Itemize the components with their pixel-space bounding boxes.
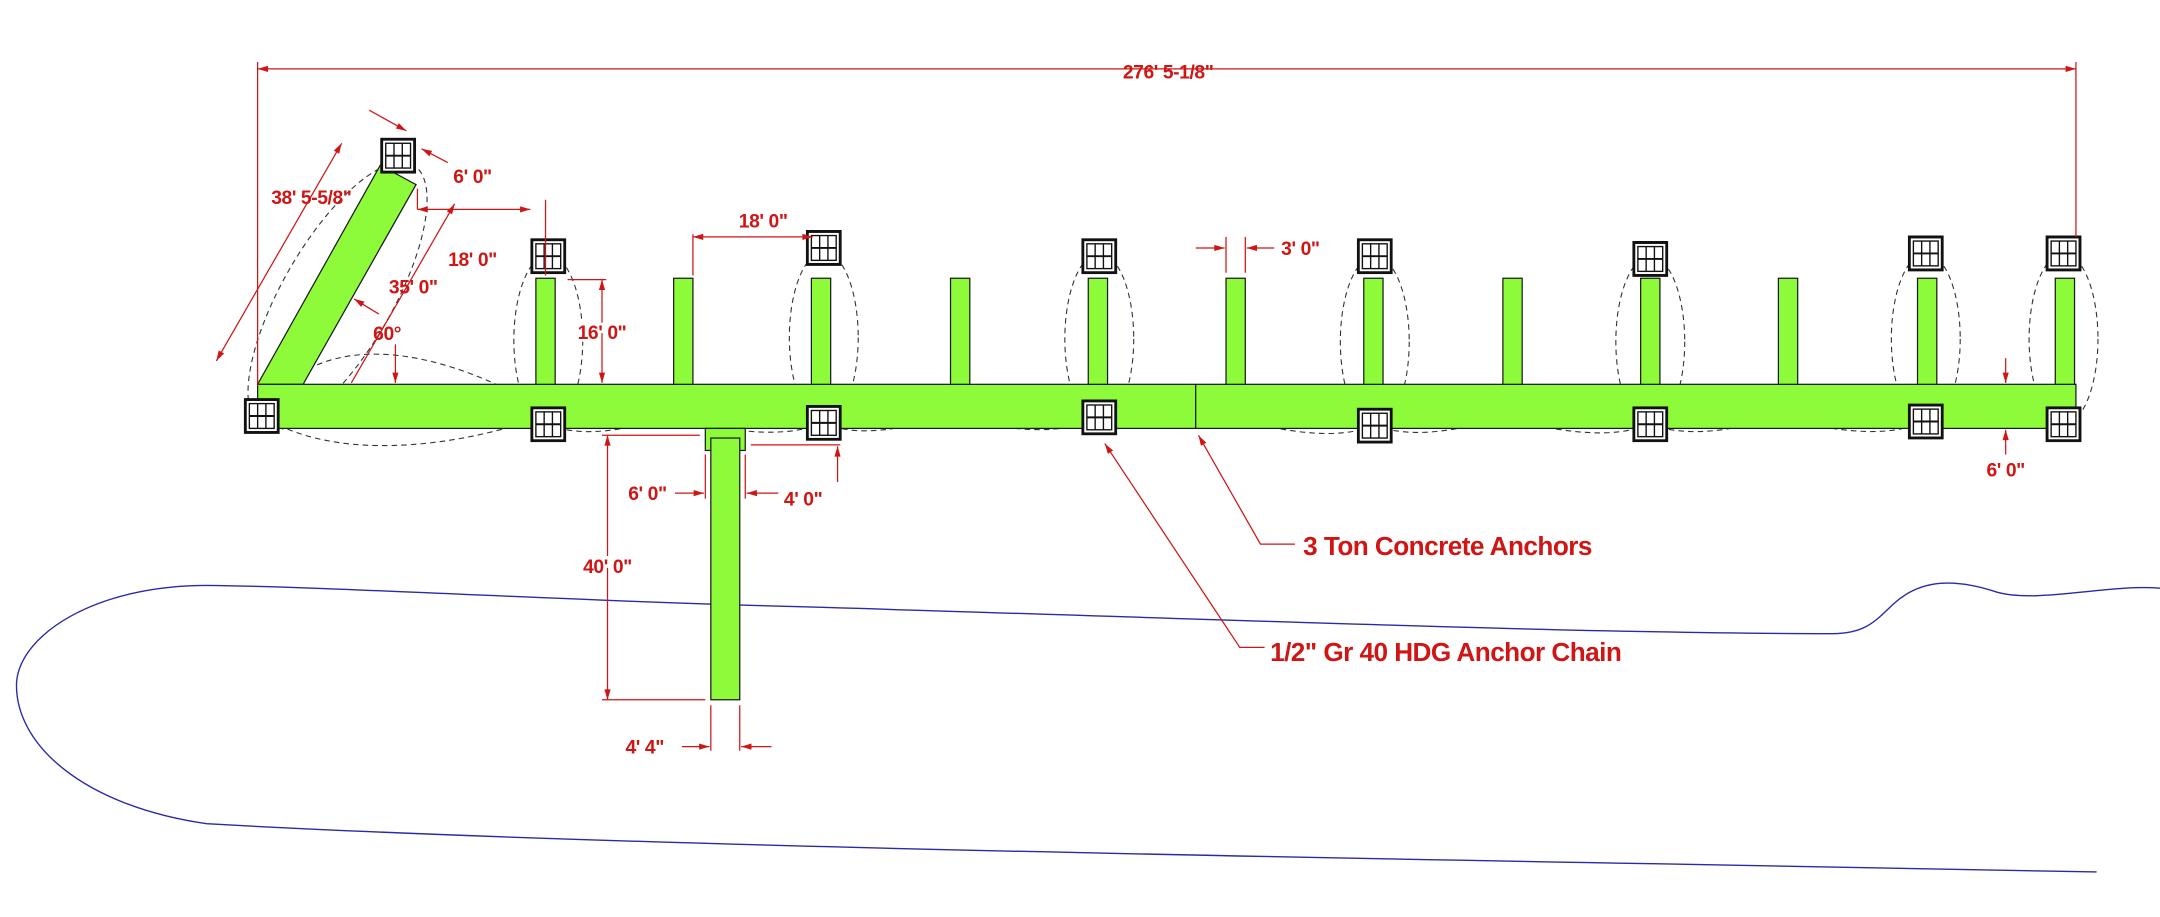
concrete-anchor-icon <box>1632 241 1669 277</box>
gangway-length-label: 40' 0" <box>583 557 632 578</box>
concrete-anchor-icon <box>1632 406 1669 443</box>
finger-pier <box>1640 277 1661 385</box>
concrete-anchor-icon <box>1907 403 1944 440</box>
concrete-anchor-icon <box>530 238 567 275</box>
concrete-anchor-icon <box>243 398 280 434</box>
finger-pier <box>949 277 971 385</box>
dimension-lines <box>215 61 2077 751</box>
gangway-platform-label: 6' 0" <box>628 484 666 505</box>
angled-inner-length-label: 35' 0" <box>389 277 438 298</box>
shoreline <box>15 582 2160 873</box>
concrete-anchor-icon <box>1081 238 1118 275</box>
angle-label: 60° <box>373 324 401 345</box>
anchors-callout: 3 Ton Concrete Anchors <box>1303 531 1592 561</box>
finger-pier <box>1916 277 1938 385</box>
angled-offset-label: 18' 0" <box>448 250 497 271</box>
concrete-anchor-icon <box>1081 399 1118 436</box>
finger-pier <box>1777 277 1799 385</box>
concrete-anchor-icon <box>2045 235 2082 272</box>
finger-pier <box>2054 277 2076 385</box>
finger-length-label: 16' 0" <box>578 323 627 344</box>
gangway-width-label: 4' 4" <box>625 737 663 758</box>
angled-finger-width-label: 6' 0" <box>453 167 491 188</box>
concrete-anchor-icon <box>380 137 417 174</box>
chain-callout: 1/2" Gr 40 HDG Anchor Chain <box>1270 637 1621 667</box>
finger-pier <box>535 277 556 385</box>
concrete-anchor-icon <box>530 406 567 443</box>
concrete-anchor-icon <box>2045 406 2082 443</box>
concrete-anchor-icon <box>1356 238 1393 275</box>
finger-pier <box>1225 277 1246 385</box>
overall-length-label: 276' 5-1/8" <box>1123 63 1214 84</box>
finger-width-label: 3' 0" <box>1281 239 1319 260</box>
concrete-anchor-icon <box>1907 235 1944 272</box>
concrete-anchor-icon <box>805 404 842 441</box>
dimension-labels: 276' 5-1/8" 38' 5-5/8" 6' 0" 18' 0" 35' … <box>271 63 2025 759</box>
finger-spacing-label: 18' 0" <box>739 211 788 232</box>
gangway-platform-depth-label: 4' 0" <box>784 490 822 511</box>
finger-pier <box>1502 277 1523 385</box>
walkway-width-label: 6' 0" <box>1986 461 2024 482</box>
finger-pier <box>810 277 832 385</box>
finger-pier <box>1363 277 1384 385</box>
gangway <box>710 437 741 701</box>
finger-pier <box>1087 277 1109 385</box>
angled-finger-length-label: 38' 5-5/8" <box>271 188 351 209</box>
finger-pier <box>673 277 694 385</box>
concrete-anchor-icon <box>1356 407 1393 444</box>
